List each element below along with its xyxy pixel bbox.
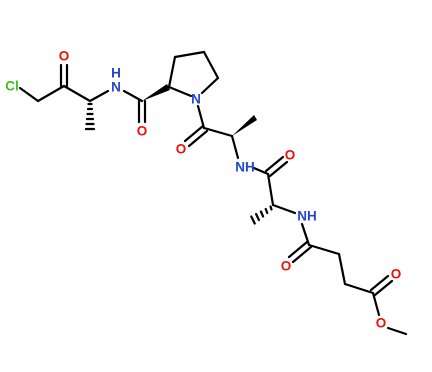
- atom-o-amide-3: O: [285, 148, 296, 163]
- bond-ch2b-cester: [343, 282, 375, 295]
- bond-amide3-double-a: [264, 155, 285, 173]
- bond-camide4-ch2a: [307, 243, 341, 256]
- bond-camide2-ala1: [202, 126, 234, 138]
- bond-amide2-double-b: [187, 129, 209, 148]
- atom-n-pro: N: [191, 92, 201, 107]
- atom-h-1: H: [111, 66, 121, 81]
- bond-osingle-methyl: [386, 326, 408, 336]
- bond-nh2-camide3: [252, 166, 270, 176]
- bond-ala2-nh3: [271, 203, 297, 215]
- bond-amide4-double-a: [287, 240, 309, 259]
- atom-o-amide-2: O: [176, 142, 187, 157]
- bold-wedge-ala1: [232, 115, 257, 136]
- bond-cketone-calpha: [62, 84, 92, 103]
- bond-camide3-ala2: [266, 172, 275, 207]
- atom-labels: Cl O H N O N O NH O NH O O O: [5, 49, 401, 331]
- bond-pro-n-ca: [167, 85, 193, 98]
- bond-cl-ch2: [18, 86, 40, 103]
- atom-o-amide-4: O: [281, 259, 292, 274]
- bold-wedge-pro: [142, 84, 170, 101]
- bond-cester-osingle: [371, 291, 381, 317]
- bond-amide2-double-a: [183, 124, 205, 143]
- atom-cl: Cl: [5, 79, 19, 94]
- bond-pro-ca-cb: [167, 55, 177, 89]
- bond-ester-double-a: [369, 274, 390, 292]
- bond-amide4-double-b: [291, 245, 313, 264]
- bond-ch2-cketone: [36, 84, 66, 103]
- atom-o-amide-1: O: [137, 124, 148, 139]
- atom-o-ketone: O: [59, 49, 70, 64]
- atom-o-ester-single: O: [376, 316, 387, 331]
- bond-pro-cg-cd: [202, 50, 220, 80]
- atom-nh-2: NH: [235, 160, 255, 175]
- bond-calpha-nh1: [88, 89, 110, 103]
- bond-pro-cd-n: [200, 76, 220, 95]
- atom-n-1: N: [111, 80, 121, 95]
- hash-wedge-1: [84, 102, 96, 131]
- atom-nh-3: NH: [297, 209, 317, 224]
- atom-o-ester-carbonyl: O: [391, 267, 402, 282]
- hash-wedge-2: [250, 205, 273, 225]
- bond-ester-double-b: [373, 279, 394, 297]
- bond-ch2a-ch2b: [337, 252, 347, 286]
- bond-nh1-camide1: [122, 89, 144, 103]
- bond-npro-camide2: [196, 104, 206, 130]
- bond-pro-cb-cg: [173, 50, 206, 59]
- bonds: [18, 50, 408, 336]
- bond-amide3-double-b: [268, 160, 289, 178]
- bond-ala1-nh2: [230, 134, 240, 160]
